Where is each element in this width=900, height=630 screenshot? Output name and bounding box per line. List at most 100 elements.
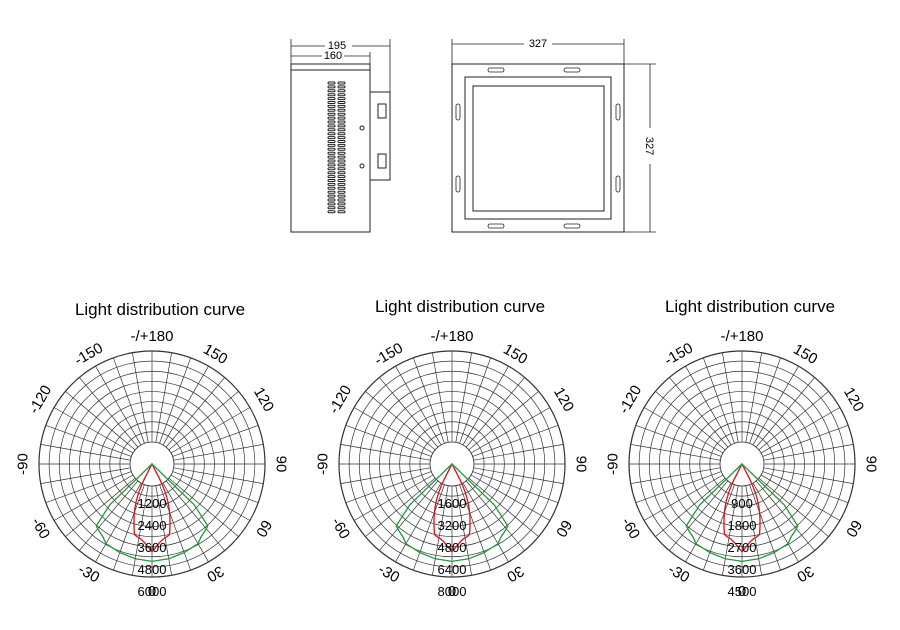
angle-label-lower-right: 60	[252, 517, 275, 540]
polar-spoke	[763, 467, 854, 484]
polar-spoke	[113, 484, 145, 571]
vent-slot	[327, 194, 336, 198]
radial-value-label: 3200	[438, 518, 467, 533]
polar-spoke	[132, 352, 149, 443]
vent-slot	[327, 198, 336, 202]
polar-spoke	[473, 444, 564, 461]
vent-slot	[327, 182, 336, 186]
curve-c0-c180	[723, 462, 761, 553]
radial-value-label: 1200	[138, 496, 167, 511]
polar-spoke	[173, 467, 264, 484]
vent-slot	[327, 202, 336, 206]
polar-spoke	[159, 357, 191, 444]
polar-spoke	[395, 365, 442, 446]
polar-spoke	[79, 480, 139, 551]
polar-spoke	[173, 444, 264, 461]
polar-spoke	[755, 377, 815, 448]
vent-slot	[337, 206, 346, 210]
angle-label-top: -/+180	[431, 328, 474, 345]
polar-spoke	[752, 365, 799, 446]
polar-spoke	[758, 391, 829, 451]
polar-spoke	[758, 477, 829, 537]
side-view-latch-bottom	[377, 153, 387, 169]
polar-spoke	[472, 471, 559, 503]
radial-value-label: 3600	[728, 562, 757, 577]
polar-spoke	[95, 365, 142, 446]
vent-slot	[337, 120, 346, 124]
radial-value-label: 1600	[438, 496, 467, 511]
angle-label-right: 90	[862, 456, 879, 473]
polar-spoke	[722, 352, 739, 443]
vent-slot	[327, 210, 336, 214]
polar-spoke	[379, 377, 439, 448]
vent-slot	[337, 132, 346, 136]
polar-spoke	[165, 480, 225, 551]
polar-spoke	[760, 474, 841, 521]
vent-slot	[327, 140, 336, 143]
polar-spoke	[472, 425, 559, 457]
angle-label-mid-upper-right: 120	[250, 385, 277, 415]
polar-spoke	[655, 391, 726, 451]
front-view-panel	[472, 85, 605, 212]
front-view-dimension-lines	[451, 39, 656, 233]
polar-spoke	[395, 482, 442, 563]
polar-spoke	[365, 391, 436, 451]
polar-spoke	[755, 480, 815, 551]
vent-slot	[327, 104, 336, 108]
angle-label-lower-right: 60	[552, 517, 575, 540]
vent-slot	[337, 143, 346, 147]
side-view-screw-top	[359, 125, 365, 131]
vent-slot	[327, 175, 336, 179]
polar-spoke	[95, 482, 142, 563]
polar-spoke	[655, 477, 726, 537]
polar-spoke	[685, 365, 732, 446]
angle-label-left: -90	[15, 453, 32, 475]
chart-3-title: Light distribution curve	[665, 297, 835, 316]
vent-slot	[337, 108, 346, 112]
side-view-screw-bottom	[359, 163, 365, 169]
side-view-drawing	[290, 39, 391, 233]
front-view-slots	[455, 67, 621, 229]
polar-spoke	[353, 407, 434, 454]
radial-value-label: 4800	[438, 540, 467, 555]
polar-spoke	[79, 377, 139, 448]
vent-slot	[337, 186, 346, 190]
polar-spoke	[40, 467, 131, 484]
vent-slot	[337, 182, 346, 186]
polar-spoke	[159, 484, 191, 571]
polar-spoke	[40, 444, 131, 461]
polar-spoke	[432, 485, 449, 576]
vent-slot	[327, 89, 336, 93]
vent-slot	[327, 81, 336, 85]
vent-slot	[337, 93, 346, 97]
polar-spoke	[749, 484, 781, 571]
vent-slot	[327, 108, 336, 112]
angle-label-bottom: 0	[448, 583, 456, 600]
polar-spoke	[465, 377, 525, 448]
front-view-drawing	[451, 39, 656, 233]
polar-spoke	[162, 365, 209, 446]
vent-slot	[327, 128, 336, 132]
side-view-mount-bracket	[369, 91, 391, 181]
vent-slot	[327, 136, 336, 140]
vent-slot	[337, 85, 346, 89]
polar-spoke	[340, 444, 431, 461]
vent-slot	[327, 186, 336, 190]
angle-label-lower-left: -60	[328, 515, 354, 542]
vent-slot	[327, 190, 336, 194]
vent-slot	[327, 97, 336, 101]
polar-spoke	[669, 377, 729, 448]
vent-slot	[327, 143, 336, 147]
radial-value-label: 6400	[438, 562, 467, 577]
dim-front-width: 327	[529, 38, 547, 50]
curve-c90-c270	[685, 463, 799, 563]
polar-spoke	[172, 471, 259, 503]
polar-spoke	[459, 484, 491, 571]
side-view-dimension-lines	[290, 39, 391, 92]
polar-spoke	[53, 474, 134, 521]
curve-c90-c270	[95, 463, 209, 563]
polar-spoke	[749, 357, 781, 444]
radial-value-label: 6000	[138, 584, 167, 599]
